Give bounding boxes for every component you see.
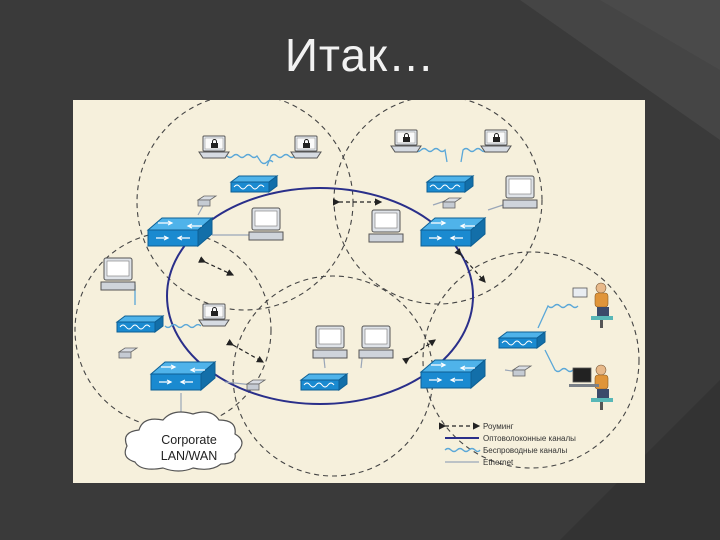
slide-title: Итак… — [284, 29, 436, 81]
bridge-icon — [118, 347, 138, 359]
cloud-label-line2: LAN/WAN — [161, 449, 218, 463]
desktop-icon — [368, 209, 404, 243]
legend-label-roaming: Роуминг — [483, 422, 514, 431]
roaming-arrow-left — [198, 256, 235, 276]
access-point-icon — [116, 315, 164, 333]
legend: Роуминг Оптоволоконные каналы Беспроводн… — [439, 422, 576, 467]
access-point-icon — [498, 331, 546, 349]
desktop-icon — [248, 207, 284, 241]
switch-icon — [420, 359, 486, 389]
person-icon — [590, 364, 614, 411]
roaming-arrows — [198, 198, 486, 365]
cell-right — [422, 251, 640, 469]
switch-icon — [150, 361, 216, 391]
legend-label-fiber: Оптоволоконные каналы — [483, 434, 576, 443]
network-diagram-panel: Corporate LAN/WAN Роуминг Оптоволоконные… — [73, 100, 645, 483]
switch-icon — [420, 217, 486, 247]
fiber-ring — [166, 187, 474, 405]
laptop-icon — [572, 287, 588, 298]
bridge-icon — [246, 379, 266, 391]
network-diagram: Corporate LAN/WAN Роуминг Оптоволоконные… — [74, 100, 640, 477]
roaming-arrow-bottom-right — [402, 339, 436, 365]
person-icon — [590, 282, 614, 329]
bridge-icon — [512, 365, 532, 377]
corporate-cloud: Corporate LAN/WAN — [124, 411, 243, 472]
roaming-arrow-right — [454, 248, 486, 283]
bridge-icon — [197, 195, 217, 207]
access-point-icon — [426, 175, 474, 193]
desktop-icon — [572, 367, 592, 383]
bridge-icon — [442, 197, 462, 209]
roaming-arrow-bottom-left — [226, 338, 265, 363]
access-point-icon — [300, 373, 348, 391]
legend-label-ethernet: Ethernet — [483, 458, 514, 467]
desktop-icon — [312, 325, 348, 359]
wireless-links — [122, 147, 579, 373]
access-point-icon — [230, 175, 278, 193]
desktop-icon — [100, 257, 136, 291]
desktop-icon — [358, 325, 394, 359]
desktop-icon — [502, 175, 538, 209]
desk — [569, 384, 599, 387]
switch-icon — [147, 217, 213, 247]
legend-label-wireless: Беспроводные каналы — [483, 446, 568, 455]
cloud-label-line1: Corporate — [161, 433, 217, 447]
